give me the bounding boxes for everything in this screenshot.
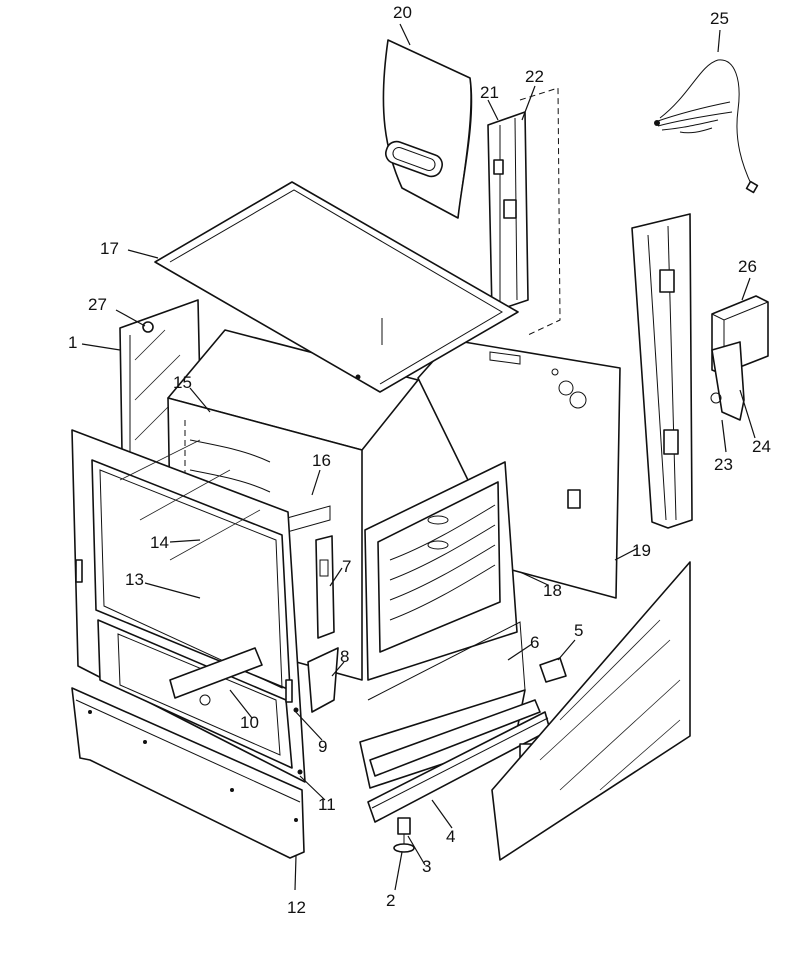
callout-12: 12 xyxy=(287,898,306,917)
bracket-box-part-26 xyxy=(710,295,769,421)
callout-9: 9 xyxy=(318,737,327,756)
callout-20: 20 xyxy=(393,3,412,22)
callout-16: 16 xyxy=(312,451,331,470)
callout-8: 8 xyxy=(340,647,349,666)
fastener-part-11 xyxy=(297,769,303,775)
clip-part-5 xyxy=(539,657,567,683)
callout-10: 10 xyxy=(240,713,259,732)
callout-21: 21 xyxy=(480,83,499,102)
callout-27: 27 xyxy=(88,295,107,314)
callout-11: 11 xyxy=(318,795,336,814)
callout-1: 1 xyxy=(68,333,77,352)
callout-19: 19 xyxy=(632,541,651,560)
kick-panel-part-12 xyxy=(71,687,305,859)
callout-13: 13 xyxy=(125,570,144,589)
lower-rail-part-10 xyxy=(169,647,263,706)
rear-channel-part-21 xyxy=(487,87,561,336)
outer-side-panel xyxy=(491,561,691,861)
callout-23: 23 xyxy=(714,455,733,474)
callout-2: 2 xyxy=(386,891,395,910)
front-frame-part-14 xyxy=(71,429,306,783)
callout-24: 24 xyxy=(752,437,771,456)
right-oven-side-part-18 xyxy=(364,461,518,681)
leveling-foot-part-3 xyxy=(397,817,411,844)
callout-14: 14 xyxy=(150,533,169,552)
callout-7: 7 xyxy=(342,557,351,576)
wire-harness-part-25 xyxy=(654,59,759,194)
callout-26: 26 xyxy=(738,257,757,276)
screw-part-27 xyxy=(142,321,154,333)
callout-5: 5 xyxy=(574,621,583,640)
back-guard-panel-part-20 xyxy=(382,39,473,219)
callout-22: 22 xyxy=(525,67,544,86)
callout-15: 15 xyxy=(173,373,192,392)
side-channel-part-23 xyxy=(631,213,693,529)
callout-labels: 20 21 22 25 26 24 23 17 27 1 15 16 14 13… xyxy=(68,3,771,917)
callout-3: 3 xyxy=(422,857,431,876)
callout-4: 4 xyxy=(446,827,455,846)
leader-lines xyxy=(81,23,756,891)
hinge-bracket-part-8 xyxy=(307,647,339,713)
callout-6: 6 xyxy=(530,633,539,652)
top-panel-part-17 xyxy=(154,181,519,393)
callout-25: 25 xyxy=(710,9,729,28)
leveling-foot-part-2 xyxy=(393,843,415,853)
leveling-rail-part-4 xyxy=(367,699,551,823)
hinge-bracket-part-7 xyxy=(315,535,335,639)
callout-18: 18 xyxy=(543,581,562,600)
callout-17: 17 xyxy=(100,239,119,258)
